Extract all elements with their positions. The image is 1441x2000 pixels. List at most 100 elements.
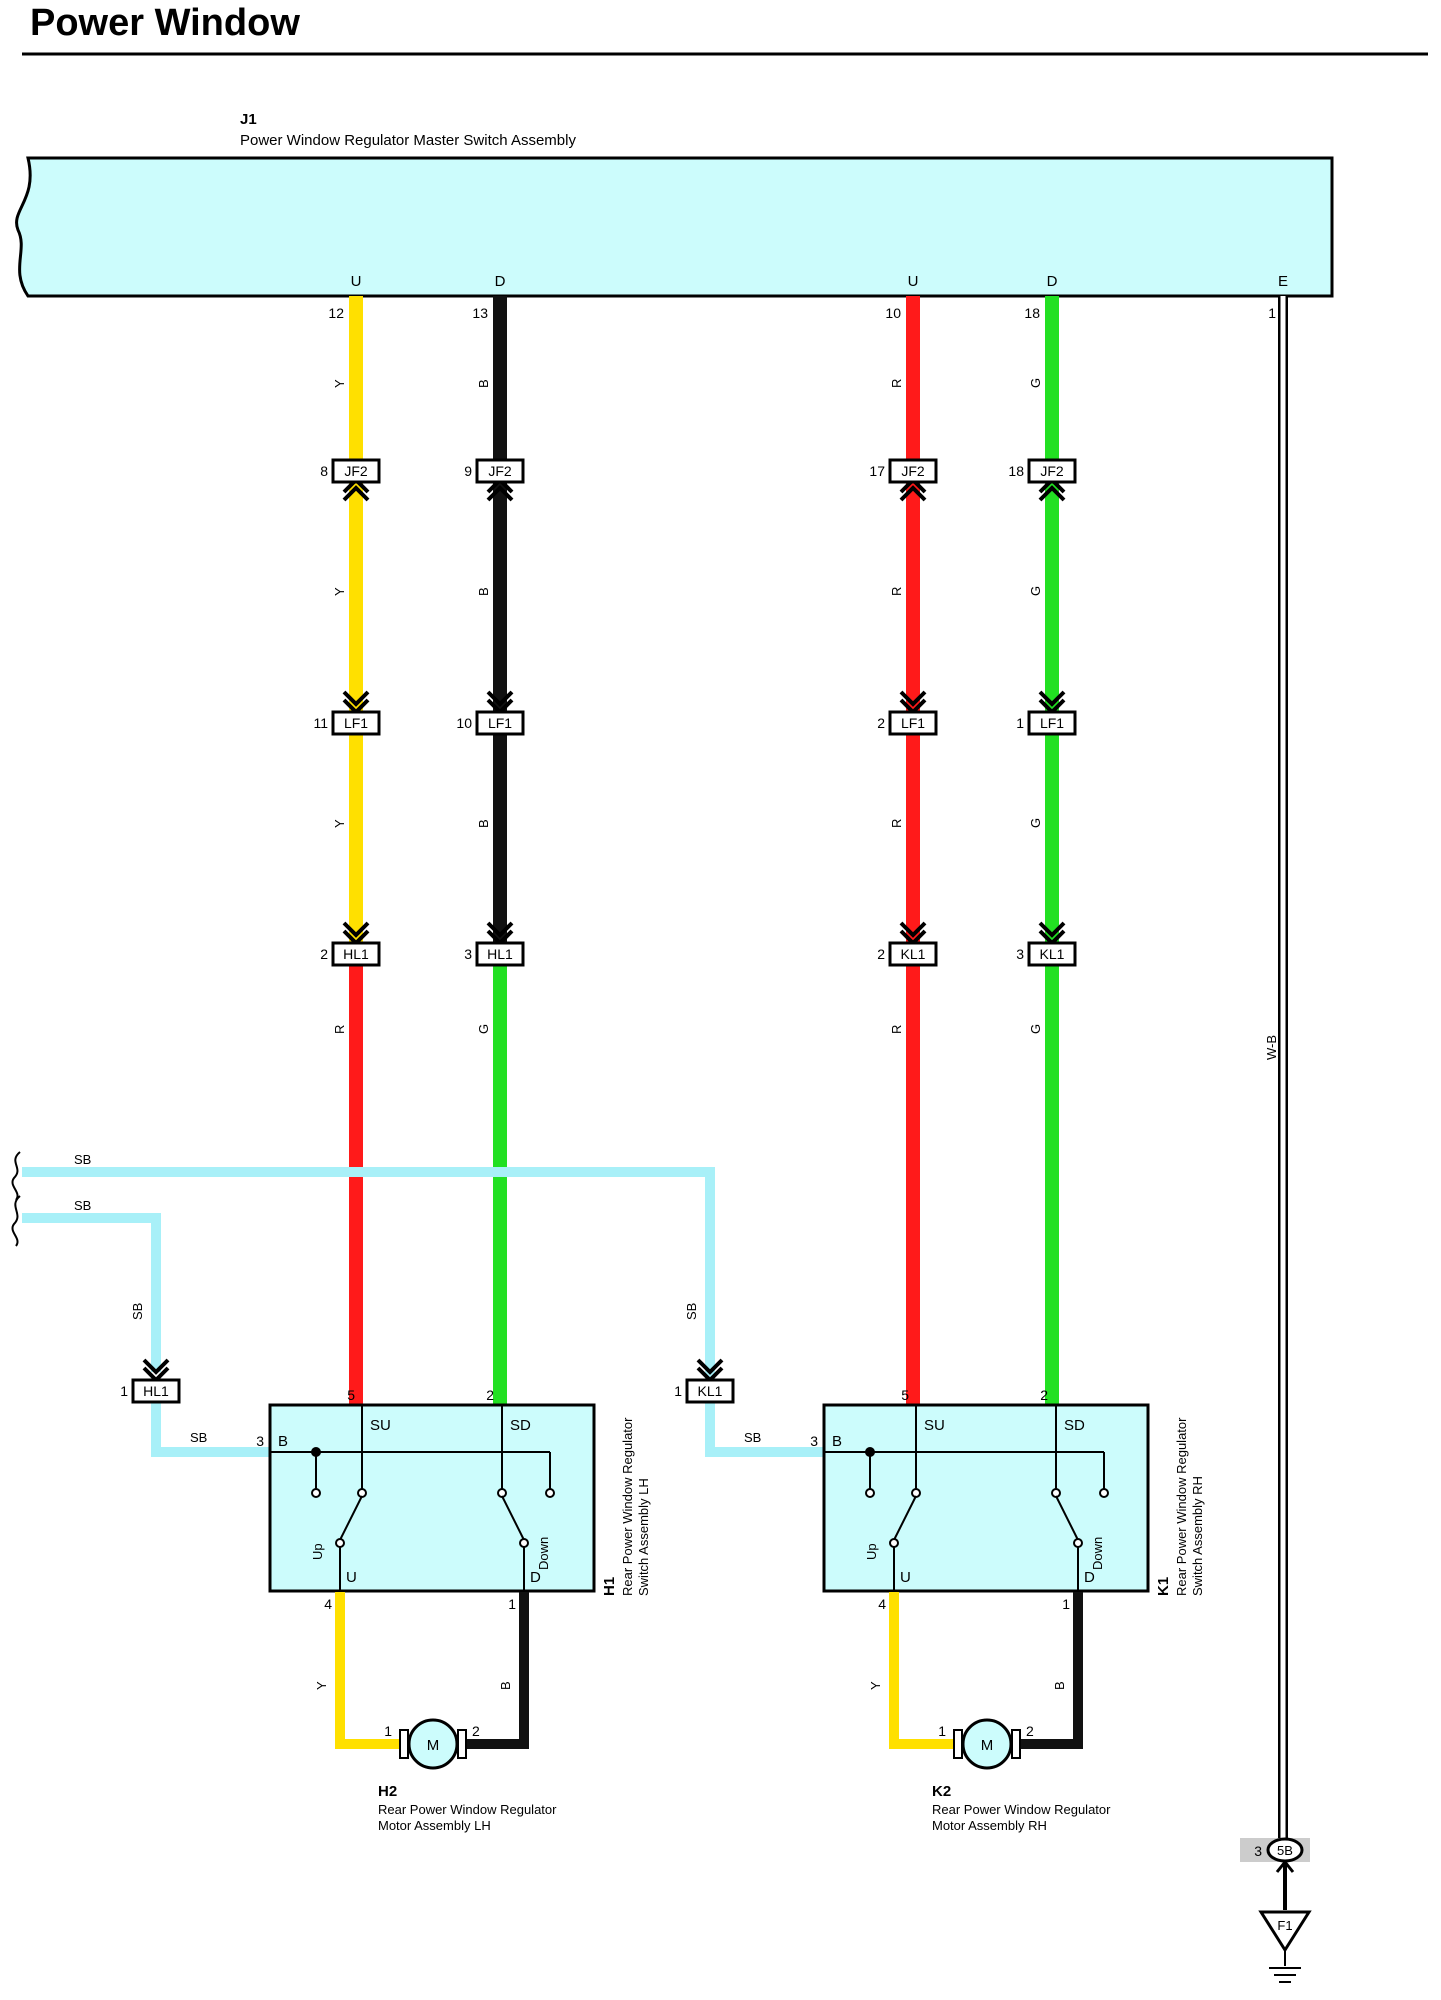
- connector-lf1-2-label: LF1: [488, 715, 512, 731]
- switch-rh-down-label: Down: [1090, 1537, 1105, 1570]
- wire-label-col1-seg1: Y: [332, 379, 347, 388]
- connector-kl1-2-label: KL1: [1040, 946, 1065, 962]
- switch-lh-terminal-u: U: [346, 1569, 357, 1586]
- connector-jf2-4: JF2 18: [1008, 458, 1077, 502]
- wire-sb-bottom: [22, 1213, 161, 1372]
- connector-kl1-1-pin: 2: [877, 946, 885, 962]
- connector-jf2-1-label: JF2: [344, 463, 368, 479]
- connector-lf1-3-box: [888, 710, 938, 736]
- wire-label-col3-seg1: R: [889, 379, 904, 388]
- master-pin-18: 18: [1024, 305, 1040, 321]
- wire-sb-top: [22, 1167, 715, 1390]
- connector-jf2-1-box: [331, 458, 381, 484]
- connector-lf1-3: LF1 2: [877, 690, 938, 736]
- connector-lf1-3-arrow-1: [899, 690, 927, 707]
- switch-lh-id: H1: [601, 1577, 618, 1596]
- motor-lh-m: M: [427, 1737, 440, 1754]
- wire-label-col4-seg3: G: [1028, 818, 1043, 828]
- motor-rh-name-2: Motor Assembly RH: [932, 1818, 1047, 1833]
- switch-lh-pin-su: 5: [347, 1387, 355, 1403]
- wire-sb-rh-b: [705, 1394, 826, 1457]
- connector-jf2-1-arrow-3: [342, 485, 370, 502]
- wire-lh-motor-b: [464, 1592, 529, 1749]
- connector-hl1-1-label: HL1: [343, 946, 369, 962]
- ground-junction-pin: 3: [1254, 1843, 1262, 1859]
- master-switch: J1 Power Window Regulator Master Switch …: [15, 111, 1334, 321]
- wire-label-col1-seg2: Y: [332, 587, 347, 596]
- wire-sb-lh-b: [151, 1394, 272, 1457]
- connector-lf1-2-arrow-1: [486, 690, 514, 707]
- connector-lf1-3-label: LF1: [901, 715, 925, 731]
- connector-jf2-2-box: [475, 458, 525, 484]
- connector-kl1-1-box: [888, 941, 938, 967]
- motor-lh-pin2: 2: [472, 1723, 480, 1739]
- connector-kl1-sb-pin: 1: [674, 1383, 682, 1399]
- ground-junction-label: 5B: [1277, 1843, 1293, 1858]
- switch-rh: B SU SD U D Up Down 3 5 2 4 1 K1 Rear Po…: [810, 1387, 1205, 1612]
- switch-lh-terminal-d: D: [530, 1569, 541, 1586]
- master-terminal-e: E: [1278, 273, 1288, 290]
- master-switch-body: [15, 156, 1334, 298]
- wire-label-col2-seg4: G: [476, 1024, 491, 1034]
- connector-hl1-2-box: [475, 941, 525, 967]
- label-rh-motor-b: B: [1052, 1681, 1067, 1690]
- connector-lf1-1-label: LF1: [344, 715, 368, 731]
- connector-hl1-sb-pin: 1: [120, 1383, 128, 1399]
- connector-jf2-4-box: [1027, 458, 1077, 484]
- label-sb-rh-vertical: SB: [684, 1303, 699, 1320]
- connector-hl1-sb-arrow-1: [142, 1358, 170, 1375]
- wire-label-col3-seg4: R: [889, 1025, 904, 1034]
- master-pin-12: 12: [328, 305, 344, 321]
- connector-kl1-1-arrow-1: [899, 921, 927, 938]
- switch-rh-pin-su: 5: [901, 1387, 909, 1403]
- motor-lh: Y B M 1 2 H2 Rear Power Window Regulator…: [314, 1592, 557, 1833]
- wire-label-col4-seg2: G: [1028, 586, 1043, 596]
- switch-rh-name-2: Switch Assembly RH: [1190, 1476, 1205, 1596]
- wire-label-col4-seg1: G: [1028, 378, 1043, 388]
- connector-hl1-sb-box: [131, 1378, 181, 1404]
- connector-lf1-4-arrow-1: [1038, 690, 1066, 707]
- connector-lf1-4-box: [1027, 710, 1077, 736]
- switch-rh-body: [822, 1403, 1150, 1593]
- connector-hl1-2-pin: 3: [464, 946, 472, 962]
- connector-lf1-1-box: [331, 710, 381, 736]
- wire-rh-motor-y: [889, 1592, 954, 1749]
- connector-jf2-4-pin: 18: [1008, 463, 1024, 479]
- connector-jf2-2-pin: 9: [464, 463, 472, 479]
- motor-rh-name-1: Rear Power Window Regulator: [932, 1802, 1111, 1817]
- wire-label-col3-seg3: R: [889, 819, 904, 828]
- switch-lh-name-2: Switch Assembly LH: [636, 1478, 651, 1596]
- motor-lh-id: H2: [378, 1783, 397, 1800]
- master-terminal-d2: D: [1047, 273, 1058, 290]
- connector-lf1-4-label: LF1: [1040, 715, 1064, 731]
- label-lh-motor-b: B: [498, 1681, 513, 1690]
- switch-rh-pin-u: 4: [878, 1596, 886, 1612]
- switch-lh-name-1: Rear Power Window Regulator: [620, 1417, 635, 1596]
- motor-lh-name-1: Rear Power Window Regulator: [378, 1802, 557, 1817]
- switch-rh-id: K1: [1155, 1577, 1172, 1596]
- master-switch-id: J1: [240, 111, 257, 128]
- ground-circuit: W-B 5B 3 F1: [1240, 296, 1312, 1983]
- label-sb-top: SB: [74, 1152, 91, 1167]
- motor-rh-id: K2: [932, 1783, 951, 1800]
- connector-jf2-3-box: [888, 458, 938, 484]
- switch-lh-terminal-b: B: [278, 1433, 288, 1450]
- wire-label-col2-seg2: B: [476, 587, 491, 596]
- master-pin-13: 13: [472, 305, 488, 321]
- label-lh-motor-y: Y: [314, 1681, 329, 1690]
- switch-lh: B SU SD U D Up Down 3 5 2 4 1 H1 Rear Po…: [256, 1387, 651, 1612]
- switch-rh-name-1: Rear Power Window Regulator: [1174, 1417, 1189, 1596]
- connector-jf2-4-label: JF2: [1040, 463, 1064, 479]
- connector-lf1-3-pin: 2: [877, 715, 885, 731]
- switch-lh-terminal-su: SU: [370, 1417, 391, 1434]
